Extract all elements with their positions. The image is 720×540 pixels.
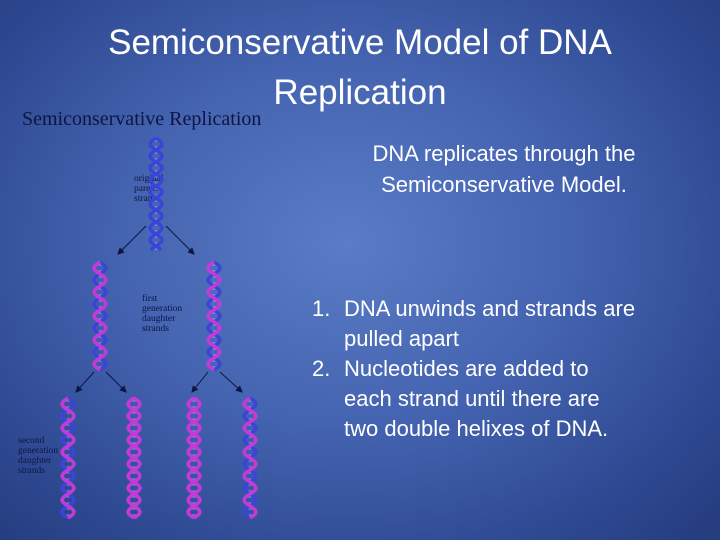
parent-helix [148,136,164,252]
step-number-2: 2. [312,356,331,381]
step-1-line-2: pulled apart [344,326,459,351]
dna-helix-drawing [60,136,258,520]
step-2-line-1: Nucleotides are added to [344,356,589,381]
step-item-2: 2. Nucleotides are added to each strand … [312,354,692,444]
steps-list: 1. DNA unwinds and strands are pulled ap… [312,294,692,444]
slide-title: Semiconservative Model of DNA Replicatio… [60,18,660,118]
intro-line-2: Semiconservative Model. [381,172,627,197]
label-first-generation: first generation daughter strands [142,294,183,334]
step-2-line-2: each strand until there are [344,386,600,411]
first-gen-helix-right [206,260,222,372]
first-gen-helix-left [92,260,108,372]
second-gen-helix-4 [242,396,258,520]
arrow-first-right-a-head [191,385,199,393]
arrow-first-left-b-head [119,385,127,393]
step-2-line-3: two double helixes of DNA. [344,416,609,441]
arrow-parent-right-head [187,247,195,255]
title-line-1: Semiconservative Model of DNA [108,23,612,62]
second-gen-helix-1 [60,396,76,520]
step-1-line-1: DNA unwinds and strands are [344,296,636,321]
intro-text: DNA replicates through the Semiconservat… [336,138,672,200]
arrow-first-left-a-head [75,385,83,393]
step-number-1: 1. [312,296,331,321]
second-gen-helix-3 [186,396,202,520]
arrow-first-right-b-head [235,385,243,393]
second-gen-helix-2 [126,396,142,520]
arrow-parent-left [117,225,147,255]
arrow-parent-left-head [117,247,125,255]
diagram-heading: Semiconservative Replication [22,108,262,130]
step-item-1: 1. DNA unwinds and strands are pulled ap… [312,294,692,354]
intro-line-1: DNA replicates through the [372,141,636,166]
label-second-generation: second generation daughter strands [18,436,59,476]
replication-diagram: Semiconservative Replication original pa… [14,108,320,528]
title-line-2: Replication [273,73,447,112]
arrow-parent-right [165,225,195,255]
